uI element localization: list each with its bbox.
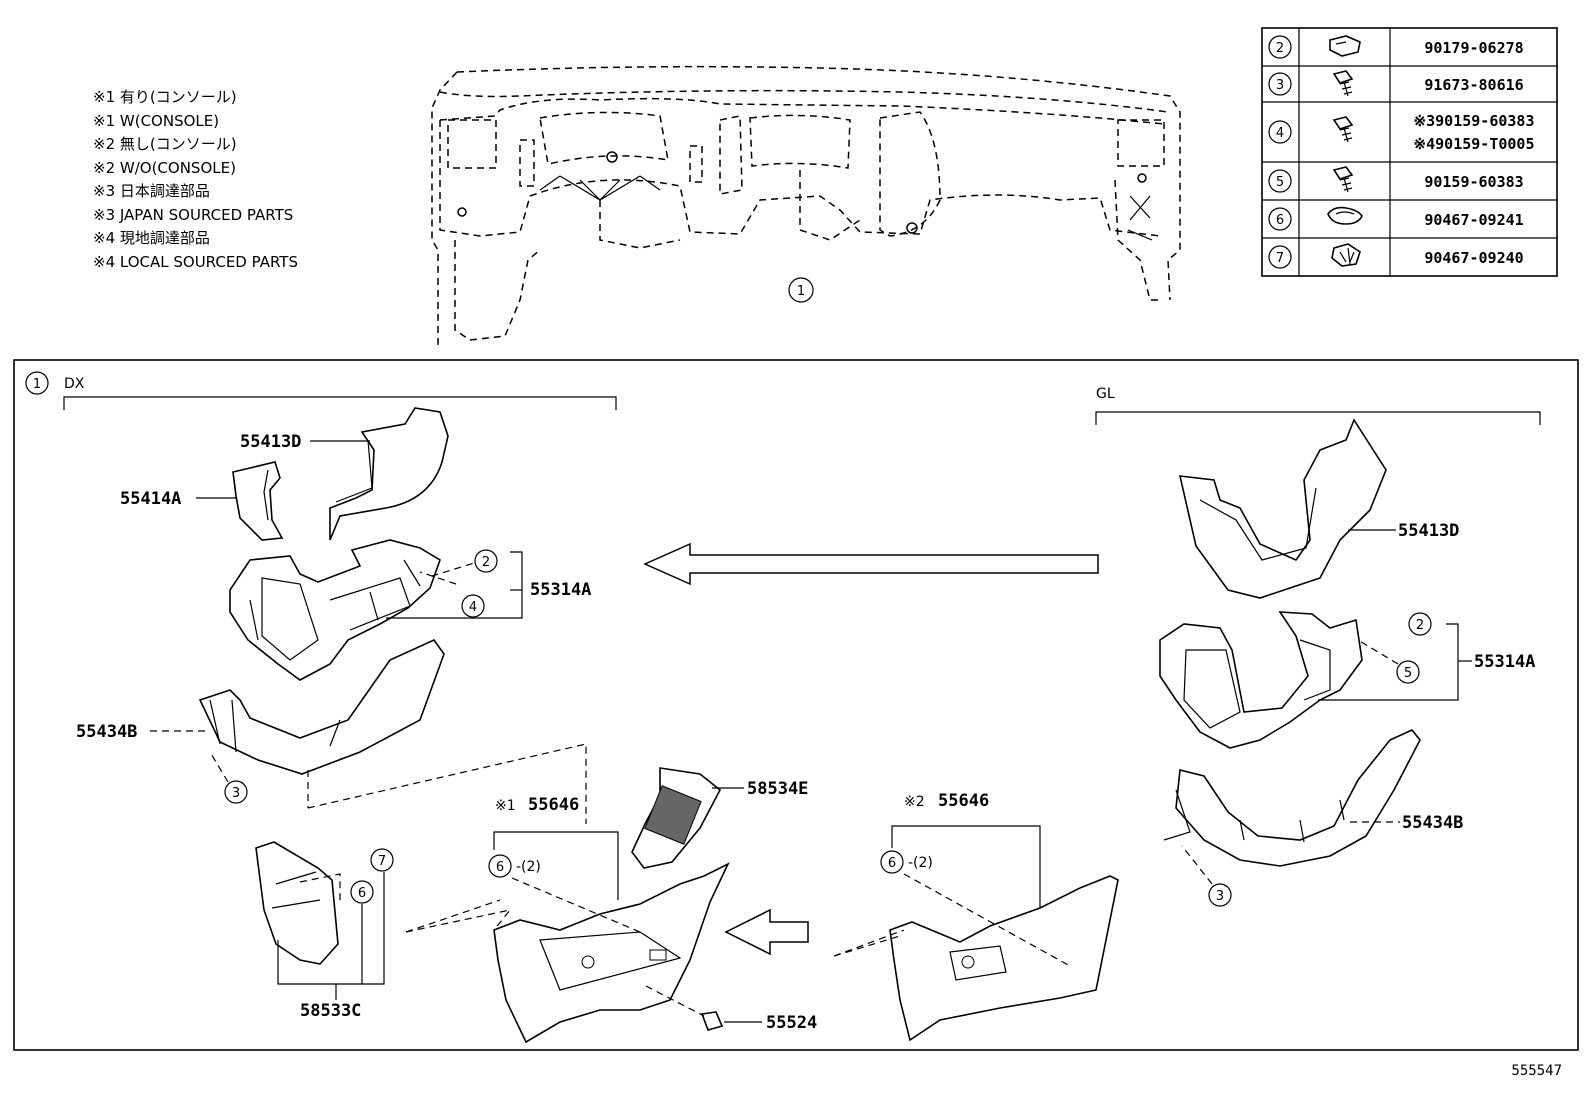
- table-part-number: 90467-09240: [1424, 249, 1523, 267]
- label-55434b-dx: 55434B: [76, 722, 137, 742]
- callout-6: 6: [358, 886, 366, 901]
- table-row-num: 7: [1276, 251, 1284, 266]
- table-part-number: 90179-06278: [1424, 39, 1523, 57]
- label-55413d-dx: 55413D: [240, 432, 301, 452]
- callout-2: 2: [1416, 618, 1424, 633]
- note-line: ※2 無し(コンソール): [93, 135, 237, 153]
- note-mark-2: ※2: [904, 794, 925, 810]
- note-line: ※1 W(CONSOLE): [93, 111, 220, 130]
- figure-id: 555547: [1511, 1063, 1562, 1079]
- screw-icon: [1332, 166, 1354, 193]
- part-55646-w-console: [493, 862, 730, 1044]
- label-55314a-gl: 55314A: [1474, 652, 1535, 672]
- gl-label: GL: [1096, 386, 1115, 402]
- note-line: ※2 W/O(CONSOLE): [93, 158, 236, 177]
- part-58533c: [255, 841, 339, 965]
- label-55646-dx: 55646: [528, 795, 579, 815]
- callout-4: 4: [469, 600, 477, 615]
- quantity-label: -(2): [516, 859, 541, 875]
- table-row-num: 4: [1276, 126, 1284, 141]
- label-58533c: 58533C: [300, 1001, 361, 1021]
- note-line: ※3 JAPAN SOURCED PARTS: [93, 205, 294, 224]
- table-part-number: ※390159-60383: [1414, 112, 1535, 130]
- screw-icon: [1332, 70, 1354, 97]
- dx-label: DX: [64, 376, 85, 392]
- quantity-label: -(2): [908, 855, 933, 871]
- part-55314a-dx: [229, 539, 441, 681]
- part-55646-wo-console: [889, 875, 1119, 1042]
- panel-callout-1: 1: [33, 377, 41, 392]
- part-55434b-dx: [198, 638, 445, 775]
- label-55413d-gl: 55413D: [1398, 521, 1459, 541]
- table-part-number: 90159-60383: [1424, 173, 1523, 191]
- label-55314a-dx: 55314A: [530, 580, 591, 600]
- note-line: ※4 現地調達部品: [93, 229, 210, 247]
- notes-legend: ※1 有り(コンソール) ※1 W(CONSOLE) ※2 無し(コンソール) …: [93, 86, 298, 274]
- label-55646-gl: 55646: [938, 791, 989, 811]
- assembly-panel-frame: [13, 359, 1579, 1051]
- callout-5: 5: [1404, 666, 1412, 681]
- table-row-num: 2: [1276, 41, 1284, 56]
- label-58534e: 58534E: [747, 779, 808, 799]
- table-part-number: 90467-09241: [1424, 211, 1523, 229]
- part-55414a: [232, 461, 284, 541]
- part-55434b-gl: [1163, 729, 1421, 867]
- callout-6: 6: [888, 856, 896, 871]
- label-55414a: 55414A: [120, 489, 181, 509]
- part-55524: [700, 1011, 724, 1031]
- callout-2: 2: [482, 555, 490, 570]
- screw-icon: [1332, 116, 1354, 143]
- callout-3: 3: [1216, 889, 1224, 904]
- callout-6: 6: [496, 860, 504, 875]
- part-55413d-gl: [1178, 418, 1387, 599]
- note-line: ※4 LOCAL SOURCED PARTS: [93, 252, 298, 271]
- table-part-number: 91673-80616: [1424, 76, 1523, 94]
- part-58534e: [631, 767, 722, 869]
- table-row-num: 3: [1276, 78, 1284, 93]
- note-line: ※1 有り(コンソール): [93, 88, 237, 106]
- clip-nut-icon: [1329, 35, 1361, 57]
- callout-3: 3: [232, 786, 240, 801]
- label-55434b-gl: 55434B: [1402, 813, 1463, 833]
- callout-1: 1: [797, 284, 805, 299]
- arrow-left-small-icon: [724, 908, 809, 956]
- callout-7: 7: [378, 854, 386, 869]
- arrow-left-icon: [643, 542, 1099, 586]
- instrument-panel-reinforcement: [431, 65, 1181, 345]
- note-line: ※3 日本調達部品: [93, 182, 210, 200]
- note-mark-1: ※1: [495, 798, 516, 814]
- table-row-num: 5: [1276, 175, 1284, 190]
- label-55524: 55524: [766, 1013, 817, 1033]
- part-55314a-gl: [1159, 611, 1363, 749]
- table-part-number: ※490159-T0005: [1414, 135, 1535, 153]
- clip-icon: [1331, 243, 1361, 267]
- clip-icon: [1327, 206, 1363, 225]
- parts-table: 2 90179-06278 3 91673-80616 4 ※390159-60…: [1261, 27, 1558, 277]
- table-row-num: 6: [1276, 213, 1284, 228]
- part-55413d-dx: [329, 407, 449, 541]
